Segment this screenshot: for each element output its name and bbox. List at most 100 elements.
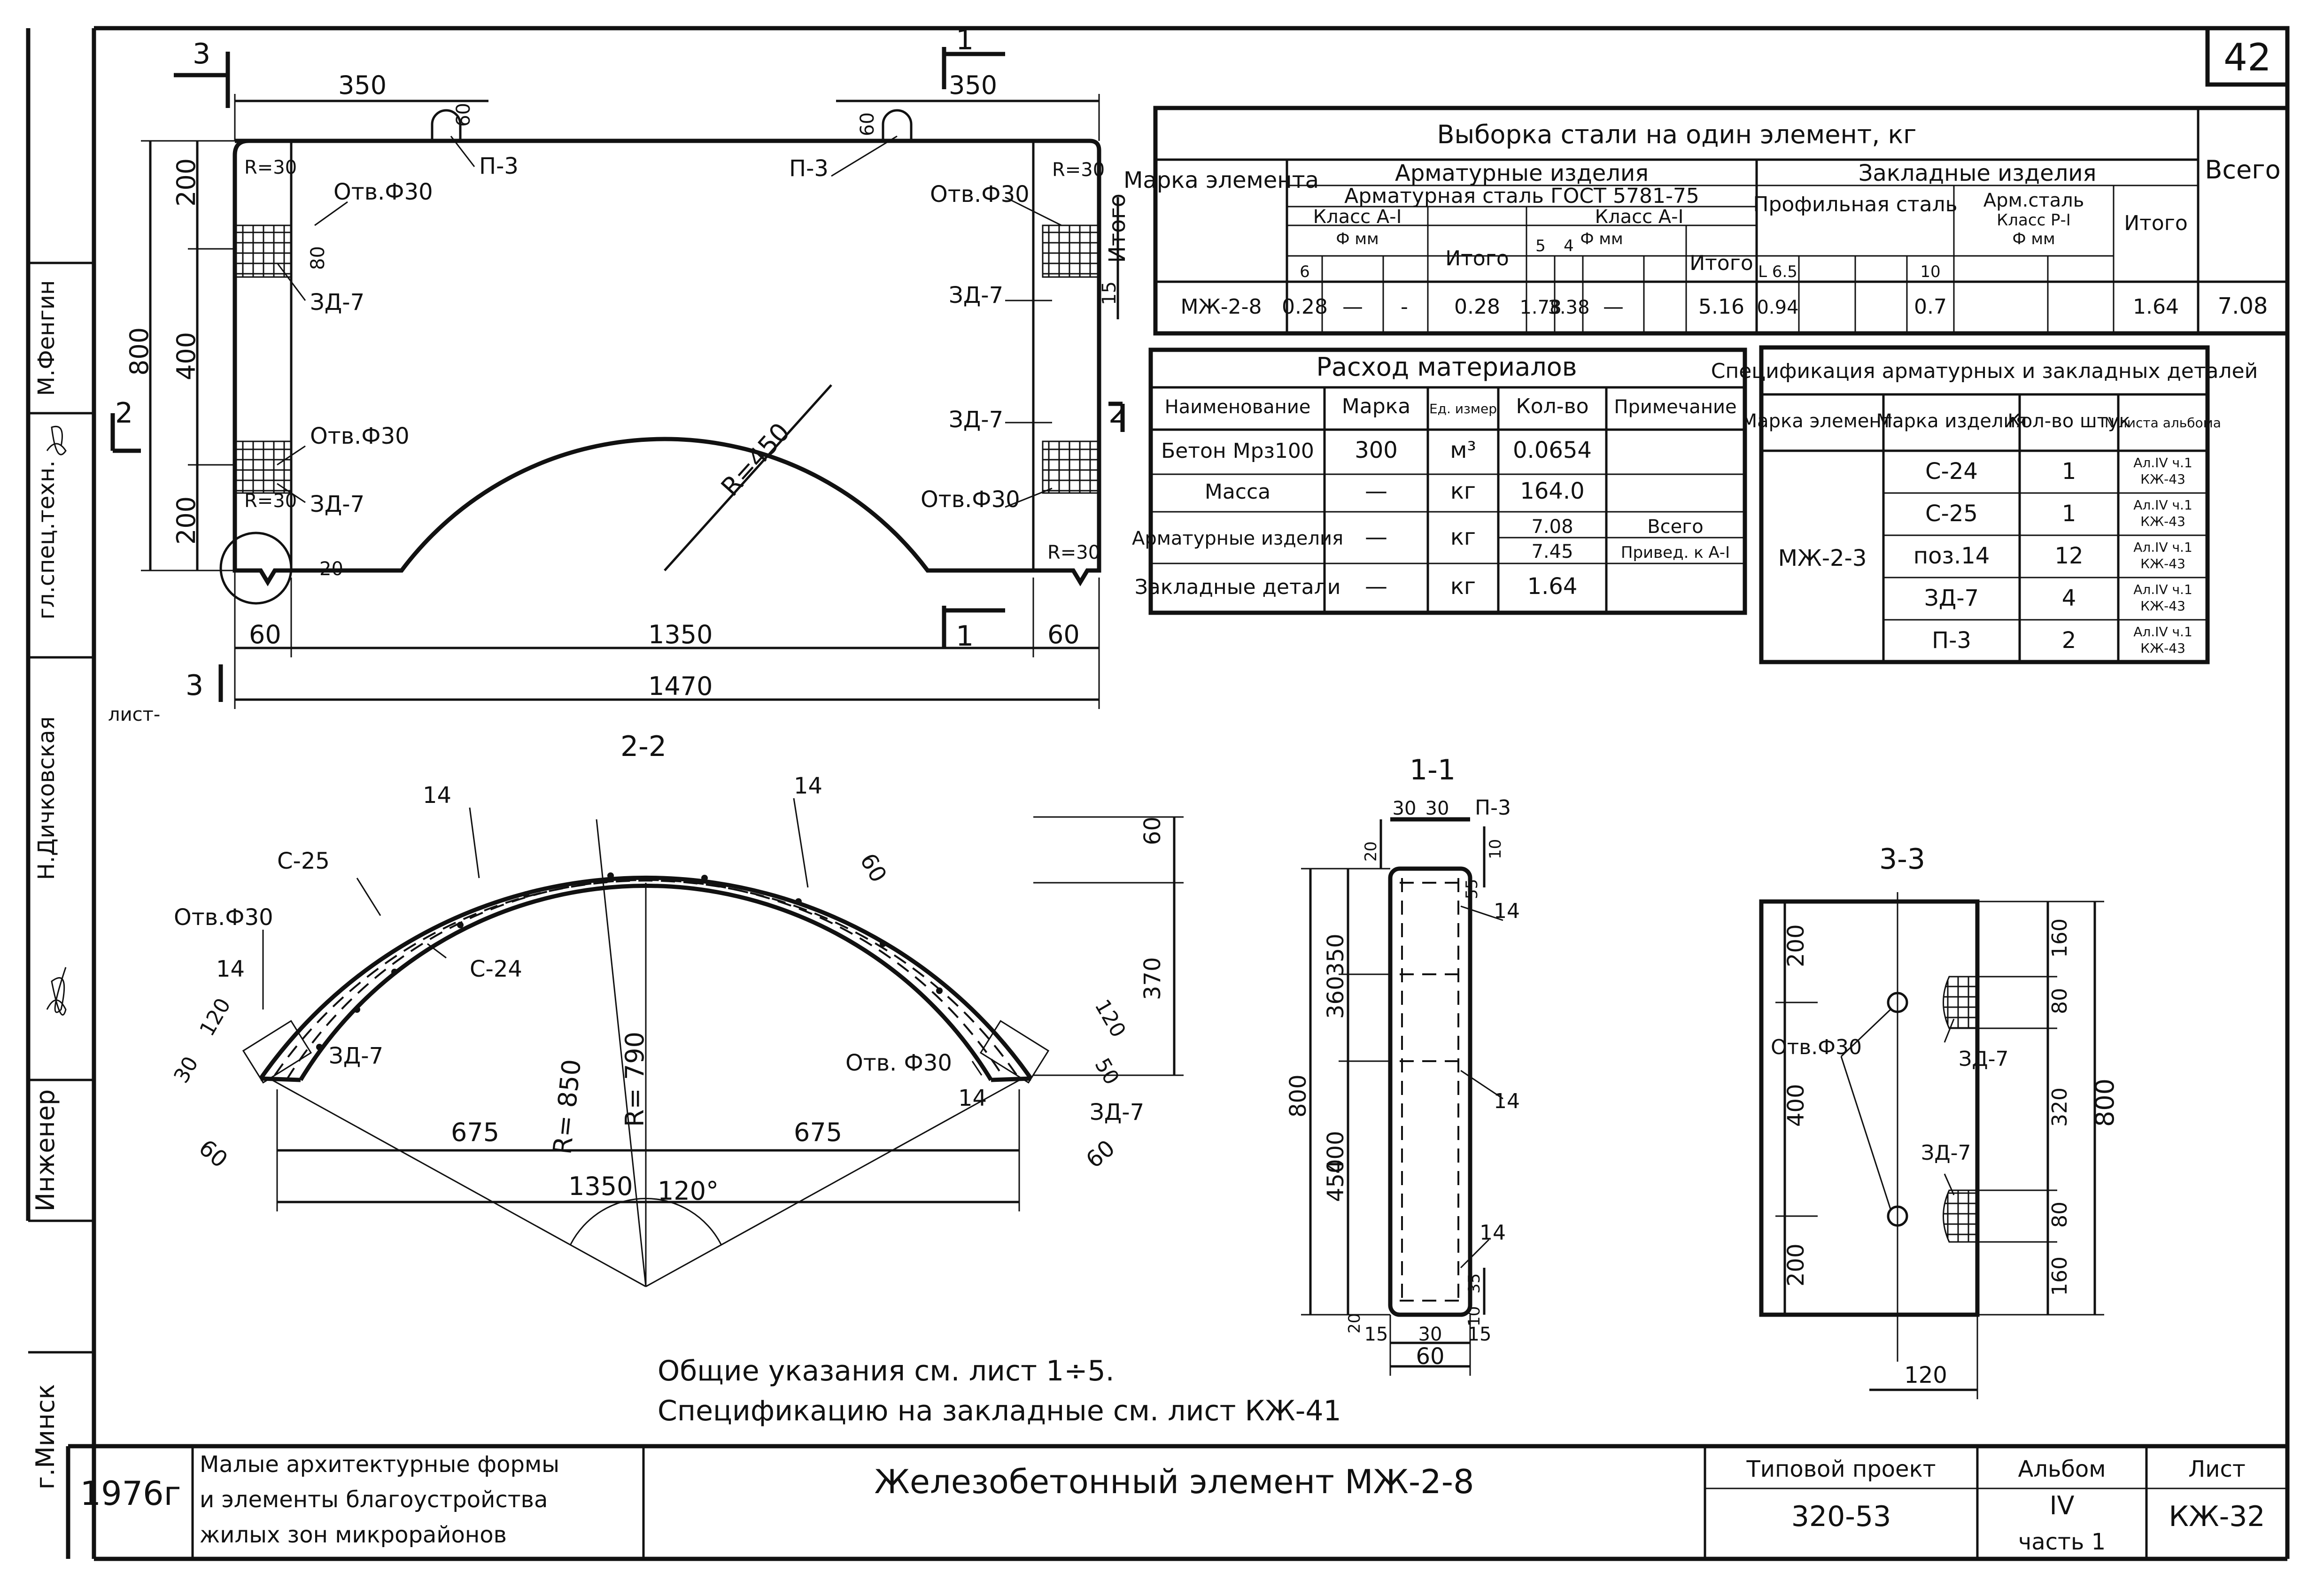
s33-dim-160a: 160 <box>2048 918 2072 958</box>
spec-r0-item: С-24 <box>1925 458 1978 485</box>
section-mark-1-bottom: 1 <box>956 620 974 653</box>
s33-label-zd7a: ЗД-7 <box>1959 1047 2008 1071</box>
materials-r2-name: Арматурные изделия <box>1132 528 1343 549</box>
spec-h-item: Марка изделия <box>1876 410 2027 432</box>
spec-r3-item: ЗД-7 <box>1924 585 1979 611</box>
s22-dim-angle: 120° <box>658 1176 719 1206</box>
materials-h-mark: Марка <box>1342 394 1410 418</box>
side-engineer-label: Инженер <box>31 1089 60 1211</box>
note-line-1: Общие указания см. лист 1÷5. <box>658 1355 1115 1387</box>
spec-element: МЖ-2-3 <box>1778 545 1867 571</box>
materials-r0-qty: 0.0654 <box>1513 437 1592 463</box>
dim-60-left: 60 <box>249 620 281 649</box>
materials-r3-qty: 1.64 <box>1527 573 1578 600</box>
spec-r0-ref1: Ал.IV ч.1 <box>2133 455 2192 470</box>
s22-label-14-top: 14 <box>423 782 451 809</box>
section-22-drawing <box>242 798 1184 1287</box>
s22-label-zd7-right: ЗД-7 <box>1090 1099 1144 1125</box>
s22-dim-675-right: 675 <box>794 1118 842 1147</box>
s33-dim-200b: 200 <box>1783 1243 1809 1287</box>
label-otv-tl: Отв.Ф30 <box>333 179 433 205</box>
steel-table-title: Выборка стали на один элемент, кг <box>1437 120 1916 149</box>
s22-dim-60-right: 60 <box>1139 817 1166 845</box>
steel-diam-4: 4 <box>1564 237 1574 255</box>
signature <box>46 426 67 455</box>
s11-dim-20: 20 <box>1362 841 1380 862</box>
s22-dim-1350: 1350 <box>568 1172 633 1201</box>
dim-400: 400 <box>171 332 201 380</box>
section-mark-3-bottom: 3 <box>186 669 203 702</box>
signature <box>46 967 67 1016</box>
s11-dim-60: 60 <box>1416 1343 1444 1370</box>
side-engineer-name: Н.Дичковская <box>33 717 60 880</box>
s22-label-14-right: 14 <box>794 773 822 799</box>
steel-itogo-embed: Итого <box>2124 211 2188 235</box>
spec-r0-ref2: КЖ-43 <box>2140 471 2185 487</box>
materials-r1-unit: кг <box>1450 478 1476 504</box>
dim-1470: 1470 <box>648 671 713 701</box>
spec-r1-qty: 1 <box>2062 501 2076 527</box>
materials-r1-qty: 164.0 <box>1520 478 1584 504</box>
radius-r30-tr: R=30 <box>1052 159 1105 181</box>
spec-r4-ref1: Ал.IV ч.1 <box>2133 624 2192 640</box>
steel-phi-1: Ф мм <box>1580 230 1623 248</box>
spec-r3-ref2: КЖ-43 <box>2140 598 2185 614</box>
s11-dim-360: 360 <box>1323 976 1349 1019</box>
spec-r1-ref2: КЖ-43 <box>2140 514 2185 529</box>
s33-dim-160b: 160 <box>2048 1256 2072 1296</box>
label-otv-ml: Отв.Ф30 <box>310 423 410 449</box>
steel-reinf-steel: Арматурная сталь ГОСТ 5781-75 <box>1344 184 1699 208</box>
steel-row-grand-total: 7.08 <box>2218 293 2268 319</box>
materials-r2-note: Всего <box>1647 516 1704 538</box>
materials-r1-name: Масса <box>1205 480 1270 504</box>
s33-dim-800: 800 <box>2090 1079 2120 1127</box>
arc-rebar-inner <box>286 879 1006 1081</box>
spec-h-sheet: N листа альбома <box>2105 415 2221 431</box>
section-11-drawing <box>1301 817 1503 1376</box>
s22-dim-675-left: 675 <box>451 1118 499 1147</box>
s33-label-zd7b: ЗД-7 <box>1921 1141 1971 1165</box>
steel-row-a1-dash: — <box>1342 295 1363 319</box>
radius-r30-bl: R=30 <box>244 490 297 512</box>
s22-dim-120-left: 120 <box>195 994 235 1040</box>
spec-r4-qty: 2 <box>2062 627 2076 654</box>
s22-dim-50: 50 <box>1090 1054 1123 1089</box>
s11-label-14-top: 14 <box>1494 899 1520 923</box>
label-zd7-tr: ЗД-7 <box>949 282 1003 308</box>
materials-table-grid <box>1148 347 1747 615</box>
radius-r30-tl: R=30 <box>244 157 297 178</box>
s11-dim-30a: 30 <box>1393 798 1417 819</box>
label-zd7-tl: ЗД-7 <box>310 289 364 316</box>
steel-arm: Арм.сталь <box>1983 190 2084 211</box>
section-mark-2-right: 2 <box>1108 397 1126 430</box>
steel-embed-header: Закладные изделия <box>1859 160 2097 186</box>
dim-350-right: 350 <box>949 70 997 100</box>
dim-15: 15 <box>1099 281 1120 305</box>
materials-h-name: Наименование <box>1165 396 1311 418</box>
section-33-title: 3-3 <box>1879 843 1925 876</box>
s11-label-14-mid: 14 <box>1494 1089 1520 1113</box>
side-checker-name: М.Фенгин <box>33 280 60 396</box>
spec-r3-qty: 4 <box>2062 585 2076 611</box>
sheet-number: 42 <box>2223 36 2271 79</box>
materials-title: Расход материалов <box>1316 352 1577 382</box>
tb-year: 1976г <box>80 1474 181 1513</box>
steel-row-reinf-total: 5.16 <box>1698 295 1744 319</box>
s11-dim-15b: 15 <box>1468 1324 1492 1345</box>
s33-dim-80b: 80 <box>2048 1202 2072 1228</box>
tb-album-value: IV <box>2050 1491 2075 1520</box>
sheet-frame <box>26 26 2290 1561</box>
label-otv-tr: Отв.Ф30 <box>930 181 1030 208</box>
s33-dim-320: 320 <box>2048 1087 2072 1127</box>
materials-h-qty: Кол-во <box>1516 394 1588 418</box>
note-line-2: Спецификацию на закладные см. лист КЖ-41 <box>658 1395 1341 1427</box>
s33-dim-120: 120 <box>1904 1362 1947 1388</box>
tb-typical-project-label: Типовой проект <box>1746 1456 1936 1482</box>
dim-350-left: 350 <box>338 70 387 100</box>
spec-r2-item: поз.14 <box>1913 543 1990 569</box>
spec-r1-ref1: Ал.IV ч.1 <box>2133 497 2192 513</box>
label-zd7-mr: ЗД-7 <box>949 407 1003 433</box>
steel-phi-a1: Ф мм <box>1336 230 1379 248</box>
steel-total-header: Всего <box>2205 155 2280 185</box>
dim-80: 80 <box>307 246 329 270</box>
